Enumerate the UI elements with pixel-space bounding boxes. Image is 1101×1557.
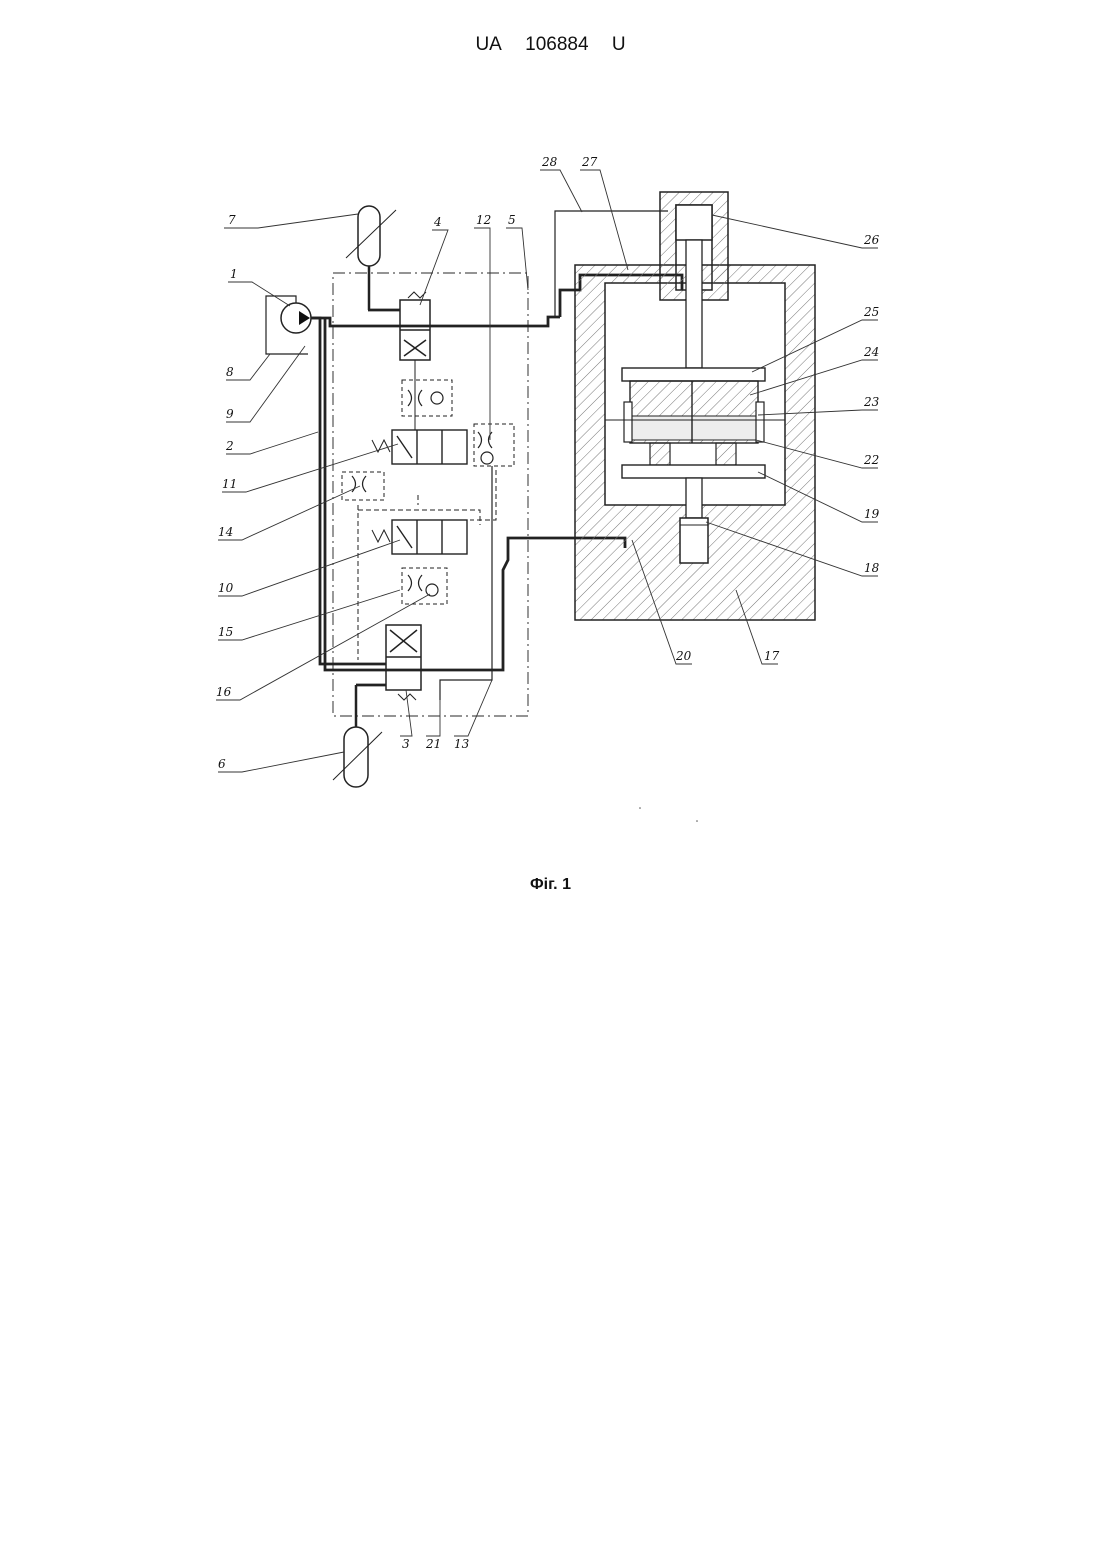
- speck: [696, 820, 698, 822]
- label-7: 7: [228, 213, 236, 227]
- label-18: 18: [864, 561, 880, 575]
- speck: [639, 807, 641, 809]
- label-17: 17: [764, 649, 780, 663]
- label-11: 11: [222, 477, 237, 491]
- label-13: 13: [454, 737, 470, 751]
- throttle-check-12: [474, 424, 514, 466]
- valve-3: [386, 625, 421, 700]
- label-26: 26: [863, 233, 880, 247]
- label-5: 5: [508, 213, 516, 227]
- label-12: 12: [476, 213, 491, 227]
- label-14: 14: [218, 525, 233, 539]
- accumulator-7: [346, 206, 396, 310]
- label-25: 25: [863, 305, 879, 319]
- directional-valve-10: [372, 520, 467, 554]
- label-16: 16: [216, 685, 232, 699]
- label-2: 2: [225, 439, 234, 453]
- control-block: [266, 206, 682, 787]
- label-8: 8: [226, 365, 234, 379]
- label-6: 6: [218, 757, 226, 771]
- press-assembly: [575, 192, 815, 620]
- label-22: 22: [863, 453, 879, 467]
- label-21: 21: [425, 737, 441, 751]
- label-24: 24: [863, 345, 879, 359]
- pilot-lines: [358, 470, 496, 660]
- label-27: 27: [581, 155, 598, 169]
- throttle-14: [342, 472, 384, 500]
- label-20: 20: [675, 649, 692, 663]
- label-23: 23: [863, 395, 880, 409]
- throttle-check-15-16: [402, 568, 447, 604]
- accumulator-6: [333, 685, 382, 787]
- label-4: 4: [433, 215, 442, 229]
- label-9: 9: [226, 407, 234, 421]
- figure-caption: Фіг. 1: [0, 876, 1101, 894]
- directional-valve-11: [372, 360, 467, 464]
- label-10: 10: [218, 581, 234, 595]
- label-3: 3: [402, 737, 410, 751]
- label-15: 15: [218, 625, 233, 639]
- label-28: 28: [541, 155, 558, 169]
- throttle-check-upper: [402, 380, 452, 416]
- leader-lines: [216, 170, 878, 772]
- reference-numerals: 7 1 8 9 2 11 14 10 15 16 6 4 12 5 3 21 1…: [216, 155, 880, 771]
- label-19: 19: [864, 507, 880, 521]
- label-1: 1: [230, 267, 238, 281]
